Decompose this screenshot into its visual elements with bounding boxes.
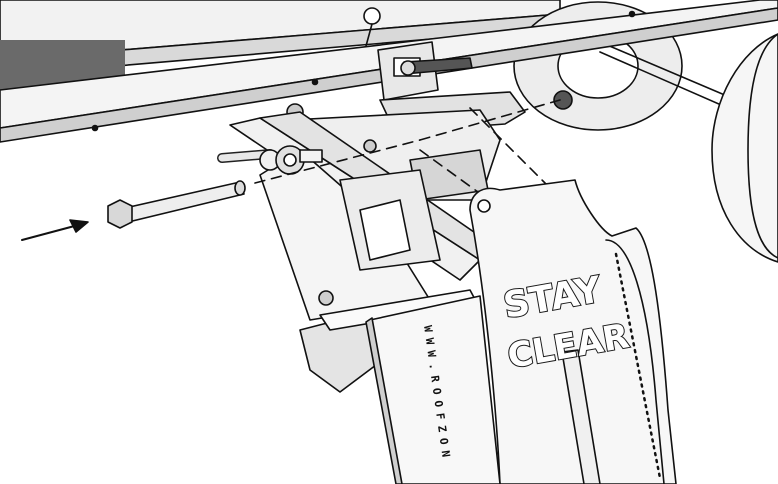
latch-assembly <box>259 149 441 321</box>
bolt <box>107 180 246 229</box>
hinge-arm <box>286 103 501 201</box>
top-lynch-pin <box>363 7 381 47</box>
hitch-pin <box>217 145 323 175</box>
wheel <box>711 33 778 263</box>
dashed-guide-lines <box>254 99 561 209</box>
insert-arrow <box>21 219 89 241</box>
front-plate <box>365 295 501 484</box>
stay-clear-guard <box>469 179 677 484</box>
beam-clamp-bracket <box>377 41 473 101</box>
